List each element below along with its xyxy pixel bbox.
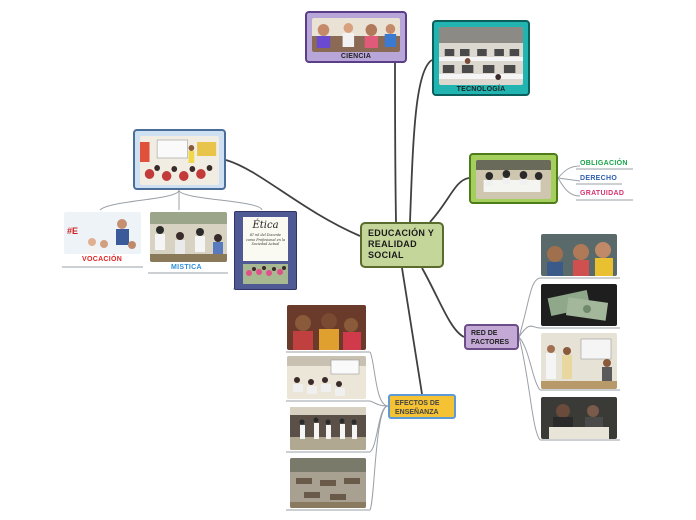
gratuidad-label: GRATUIDAD [580, 190, 625, 197]
students-node[interactable] [469, 153, 558, 204]
ciencia-photo [312, 18, 400, 52]
obligacion-label: OBLIGACIÓN [580, 160, 628, 167]
book-subtitle: El rol del Docente como Profesional en l… [245, 233, 286, 247]
red-factores-label: RED DE FACTORES [471, 330, 509, 346]
mistica-label: MISTICA [171, 264, 202, 271]
efectos-photo-students [287, 305, 366, 350]
factor-photo-study [541, 397, 617, 439]
red-factores-node[interactable]: RED DE FACTORES [464, 324, 519, 350]
efectos-photo-classroom [287, 356, 366, 399]
vocacion-label: VOCACIÓN [82, 256, 123, 263]
central-topic-label: EDUCACIÓN Y REALIDAD SOCIAL [368, 228, 434, 260]
central-topic[interactable]: EDUCACIÓN Y REALIDAD SOCIAL [360, 222, 444, 268]
ethics-book-cover: Ética El rol del Docente como Profesiona… [234, 211, 297, 290]
efectos-ensenanza-node[interactable]: EFECTOS DE ENSEÑANZA [388, 394, 456, 419]
mistica-photo [150, 212, 227, 262]
ciencia-label: CIENCIA [340, 53, 372, 60]
book-title: Ética [252, 220, 279, 231]
efectos-photo-desks [290, 458, 366, 508]
link-tecnologia [409, 59, 433, 223]
factor-photo-children [541, 234, 617, 276]
link-aula [225, 159, 361, 237]
students-photo [476, 160, 551, 199]
factor-photo-money [541, 284, 617, 326]
svg-text:#E: #E [67, 226, 78, 236]
classroom-node[interactable] [133, 129, 226, 190]
factor-photo-community [541, 333, 617, 389]
classroom-photo [140, 136, 219, 185]
tecnologia-node[interactable]: TECNOLOGÍA [432, 20, 530, 96]
efectos-photo-hall [290, 407, 366, 450]
link-efectos [401, 267, 423, 395]
tecnologia-photo [439, 27, 523, 85]
vocacion-photo: #E [64, 212, 141, 254]
link-ciencia [394, 62, 397, 223]
efectos-ensenanza-label: EFECTOS DE ENSEÑANZA [395, 400, 440, 416]
link-estudiantes [429, 177, 470, 223]
derecho-label: DERECHO [580, 175, 618, 182]
ciencia-node[interactable]: CIENCIA [305, 11, 407, 63]
link-red [421, 267, 465, 338]
tecnologia-label: TECNOLOGÍA [456, 86, 506, 93]
